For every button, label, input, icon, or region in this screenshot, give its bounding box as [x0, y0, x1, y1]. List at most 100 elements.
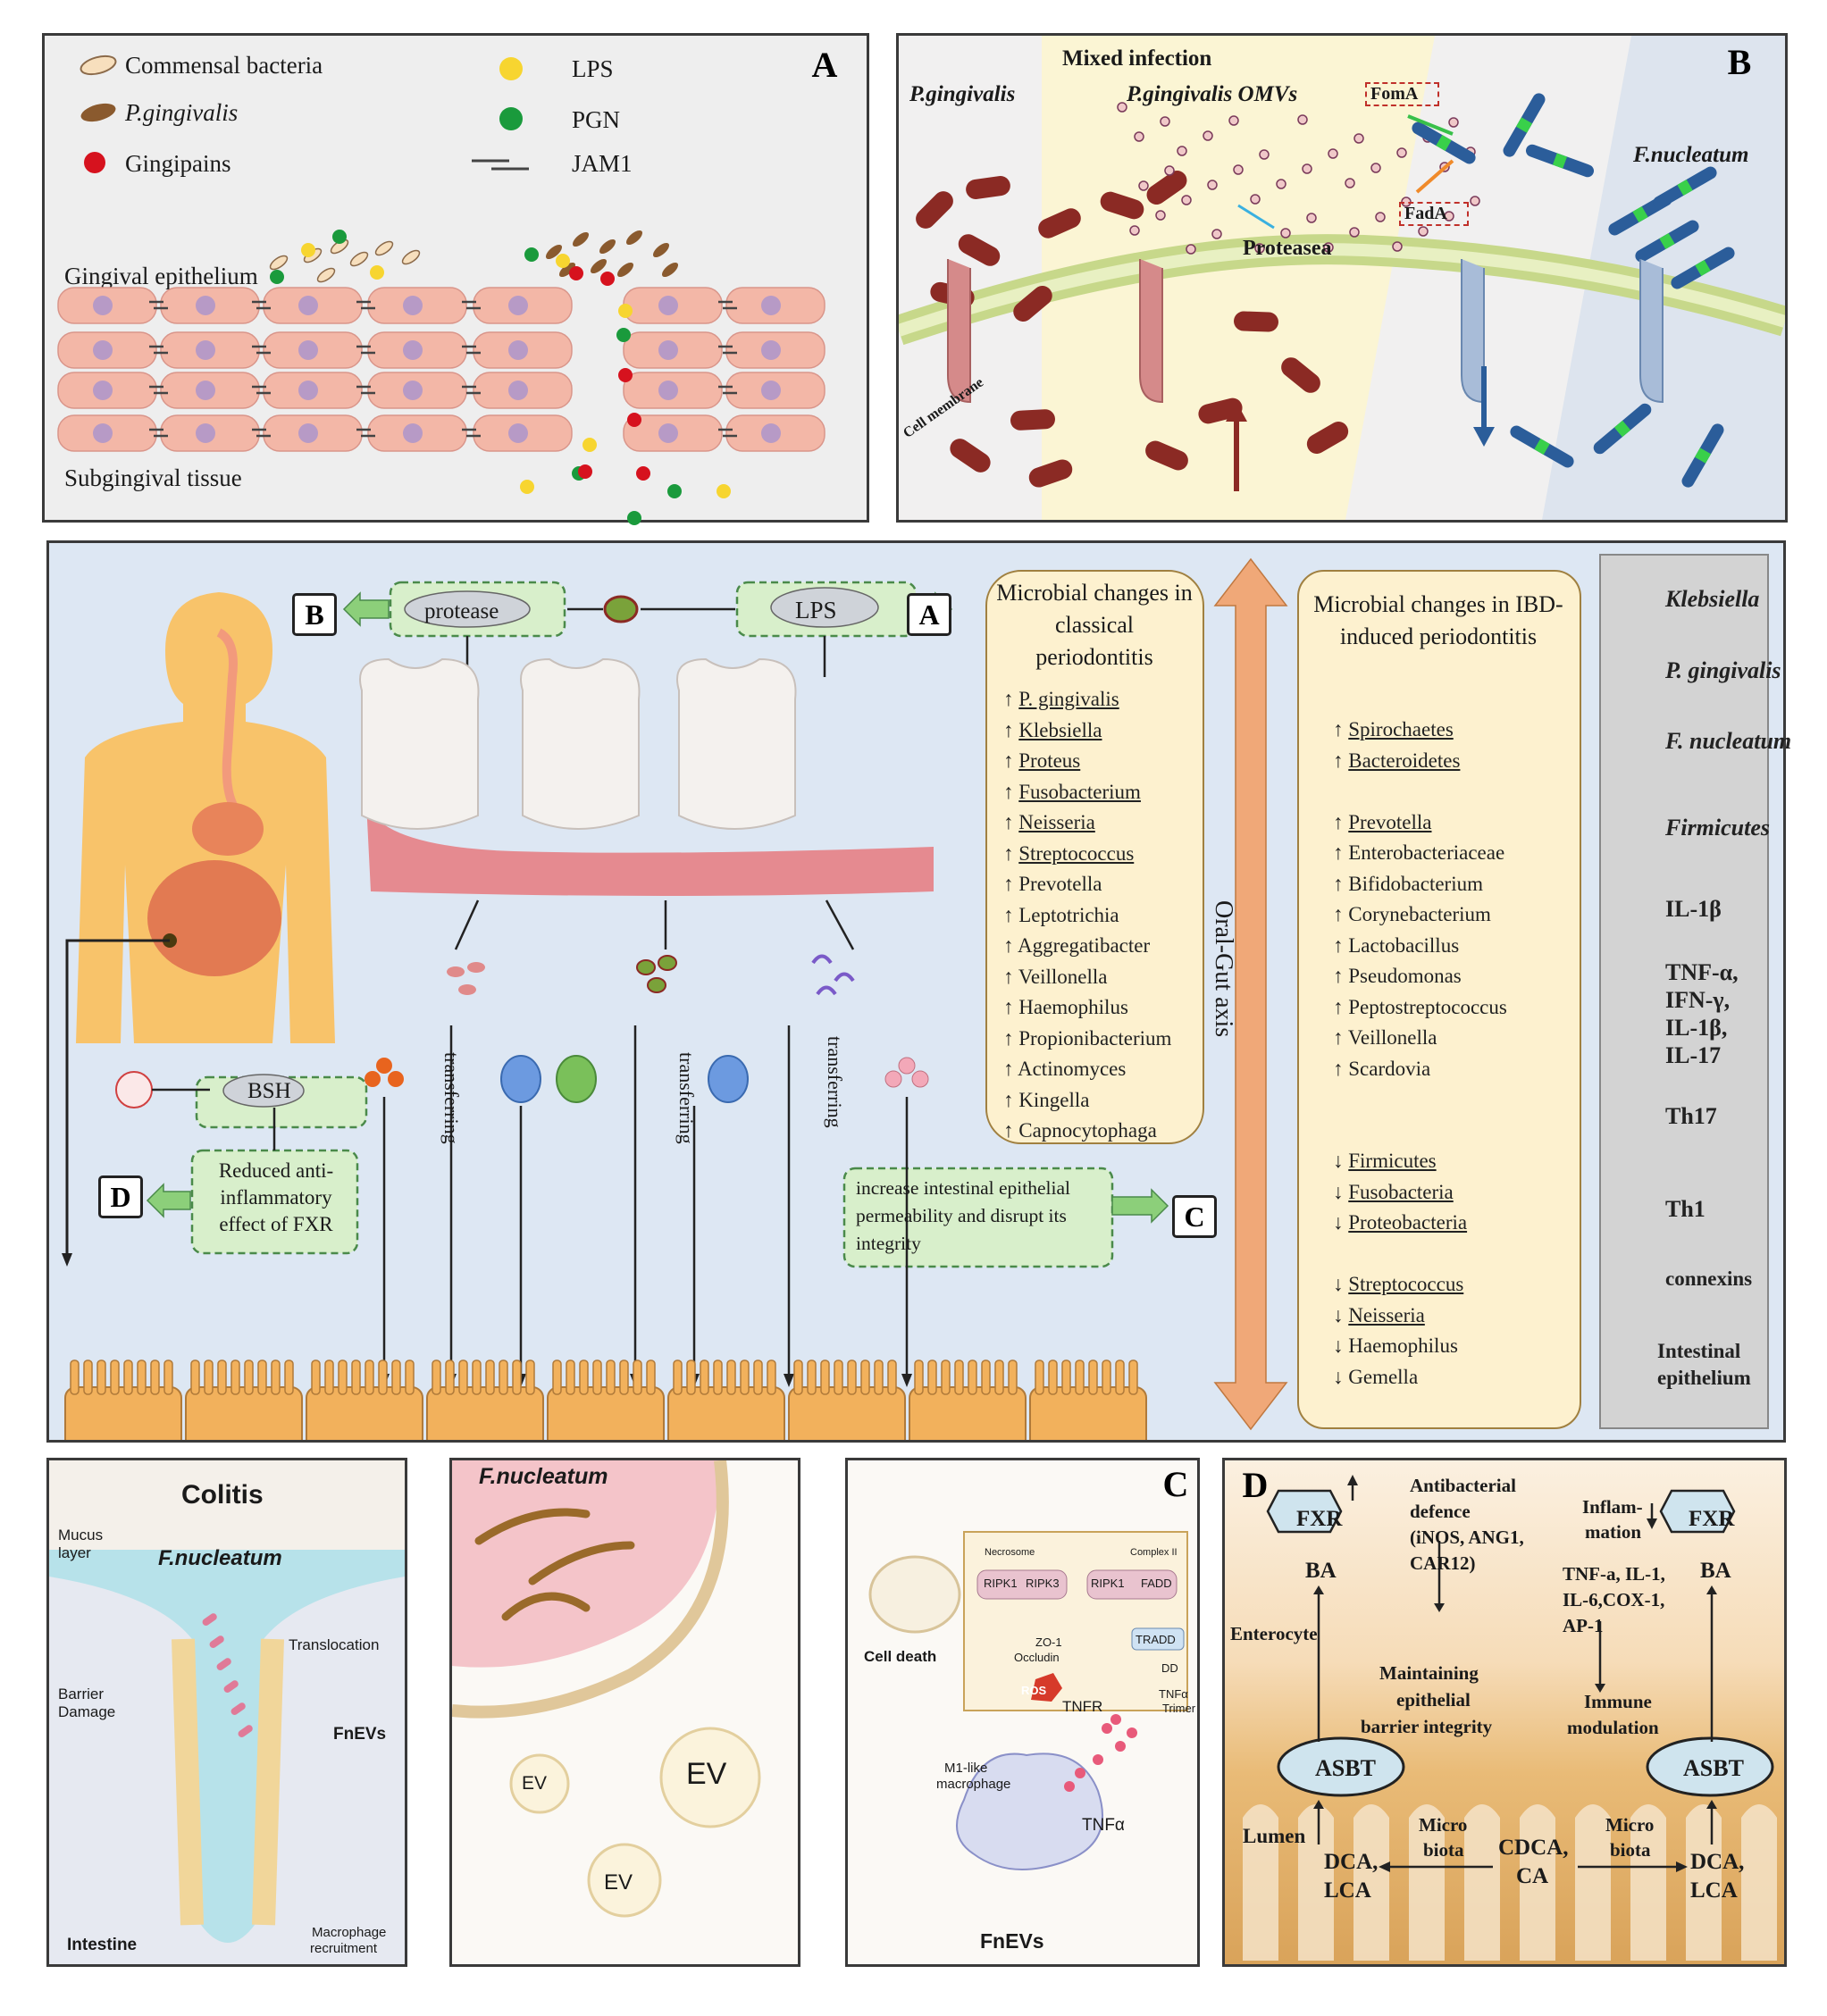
flow-arrowhead	[1595, 1684, 1605, 1693]
microvillus	[1035, 1359, 1044, 1395]
ba-left: BA	[1305, 1559, 1337, 1583]
pg-bacterium	[1145, 440, 1188, 471]
panel-b-letter: B	[1727, 42, 1752, 82]
microvillus	[204, 1359, 214, 1395]
fn-adhesin-band	[1613, 420, 1631, 438]
tnfa-label: TNFα	[1082, 1816, 1125, 1835]
change-arrow: ↑	[1333, 1026, 1348, 1049]
microbiota-left-1: Micro	[1419, 1814, 1468, 1836]
molar-tooth	[359, 657, 480, 830]
gingipain-particle	[600, 272, 615, 286]
taxon-name: Kingella	[1018, 1088, 1090, 1111]
villus	[1630, 1804, 1666, 1961]
microvillus	[96, 1359, 106, 1395]
legend-pgingivalis: P. gingivalis	[1665, 657, 1781, 683]
asbt-right: ASBT	[1683, 1755, 1744, 1781]
change-arrow: ↓	[1333, 1180, 1349, 1203]
omv-vesicle	[1207, 180, 1218, 190]
taxon-name: Proteus	[1018, 749, 1081, 772]
intestinal-cell	[64, 1386, 182, 1440]
mucus-label-2: layer	[58, 1544, 91, 1561]
legend-pg: P.gingivalis	[125, 99, 239, 126]
microvillus	[914, 1359, 924, 1395]
pgn-particle	[524, 247, 539, 262]
bsh-oval-label: BSH	[247, 1079, 291, 1103]
cytokine-icon	[898, 1057, 916, 1075]
microvillus	[887, 1359, 897, 1395]
colitis-fn-label: F.nucleatum	[158, 1546, 282, 1570]
microvillus	[686, 1359, 696, 1395]
fn-in-crypt	[209, 1635, 224, 1648]
permeability-text: increase intestinal epithelial permeabil…	[856, 1177, 1070, 1254]
macrophage-label-2: recruitment	[310, 1941, 378, 1956]
list-item: ↑ Kingella	[1003, 1085, 1171, 1117]
microvillus	[726, 1359, 736, 1395]
lumen-label: Lumen	[1243, 1825, 1306, 1847]
microvillus	[1048, 1359, 1058, 1395]
commensal-bacterium	[401, 249, 421, 265]
taxon-name: Enterobacteriaceae	[1348, 841, 1505, 864]
change-arrow: ↑	[1333, 841, 1349, 864]
pgn-particle	[270, 270, 284, 284]
list-item: ↑ Spirochaetes	[1333, 715, 1507, 746]
ibd-list: ↑ Spirochaetes↑ Bacteroidetes↑ Prevotell…	[1333, 715, 1507, 1393]
gingipain-particle	[569, 266, 583, 280]
center-pg-bacterium	[603, 595, 639, 623]
microvillus	[485, 1359, 495, 1395]
taxon-name: Veillonella	[1018, 965, 1108, 988]
microvillus	[592, 1359, 602, 1395]
protease-label: Proteasea	[1243, 237, 1332, 260]
list-item: ↑ Fusobacterium	[1003, 777, 1171, 808]
microvillus	[70, 1359, 80, 1395]
lps-particle	[370, 265, 384, 280]
pg-bacterium	[1281, 357, 1320, 393]
fxr-hexagon-left	[1266, 1489, 1343, 1534]
intestine-link-arrowhead	[62, 1253, 72, 1267]
th17-icon	[500, 1055, 541, 1103]
intestinal-cell	[426, 1386, 544, 1440]
list-item: ↓ Haemophilus	[1333, 1331, 1507, 1362]
taxon-name: Klebsiella	[1018, 718, 1102, 741]
necroptosis-illustration	[868, 1531, 1188, 1870]
list-item: ↑ Capnocytophaga	[1003, 1116, 1171, 1147]
cell-nucleus	[93, 381, 113, 400]
il1b-icon	[365, 1071, 381, 1087]
omv-vesicle	[1470, 196, 1480, 206]
change-arrow: ↑	[1003, 1058, 1018, 1080]
panel-c1: Colitis Mucus layer F.nucleatum Transloc…	[46, 1458, 407, 1967]
pg-bacterium	[558, 262, 576, 278]
pg-omvs-text: P.gingivalis OMVs	[1127, 82, 1298, 106]
legend-lps: LPS	[572, 55, 614, 82]
microvillus	[820, 1359, 830, 1395]
omv-vesicle	[1328, 148, 1338, 159]
microvillus	[673, 1359, 683, 1395]
microvillus	[981, 1359, 991, 1395]
villus	[1243, 1804, 1278, 1961]
pg-bacterium	[958, 234, 1001, 266]
list-item: ↑ Prevotella	[1333, 807, 1507, 839]
omv-vesicle	[1370, 163, 1381, 173]
cell-nucleus	[761, 381, 781, 400]
taxon-name: Proteobacteria	[1348, 1211, 1468, 1234]
th1-icon	[556, 1055, 597, 1103]
list-item: ↓ Neisseria	[1333, 1301, 1507, 1332]
legend-pgn: PGN	[572, 106, 621, 133]
panel-c-letter: C	[1162, 1464, 1189, 1504]
box-c: C	[1172, 1195, 1217, 1238]
change-arrow: ↑	[1003, 811, 1019, 833]
foma-label: FomA	[1365, 82, 1440, 106]
antibacterial-3: (iNOS, ANG1,	[1410, 1527, 1524, 1548]
microvillus	[767, 1359, 776, 1395]
dying-cell	[868, 1555, 961, 1634]
flow-arrowhead	[1313, 1800, 1324, 1809]
list-item: ↓ Streptococcus	[1333, 1269, 1507, 1301]
lps-oval	[770, 587, 879, 628]
taxon-name: Neisseria	[1348, 1303, 1425, 1326]
change-arrow: ↑	[1333, 903, 1349, 925]
gingipain-particle	[636, 466, 650, 481]
molar-tooth	[520, 657, 641, 830]
microbiota-arrowhead-right	[1676, 1861, 1688, 1872]
microvillus	[1061, 1359, 1071, 1395]
antibacterial-1: Antibacterial	[1410, 1475, 1516, 1496]
pg-cluster	[636, 959, 656, 975]
